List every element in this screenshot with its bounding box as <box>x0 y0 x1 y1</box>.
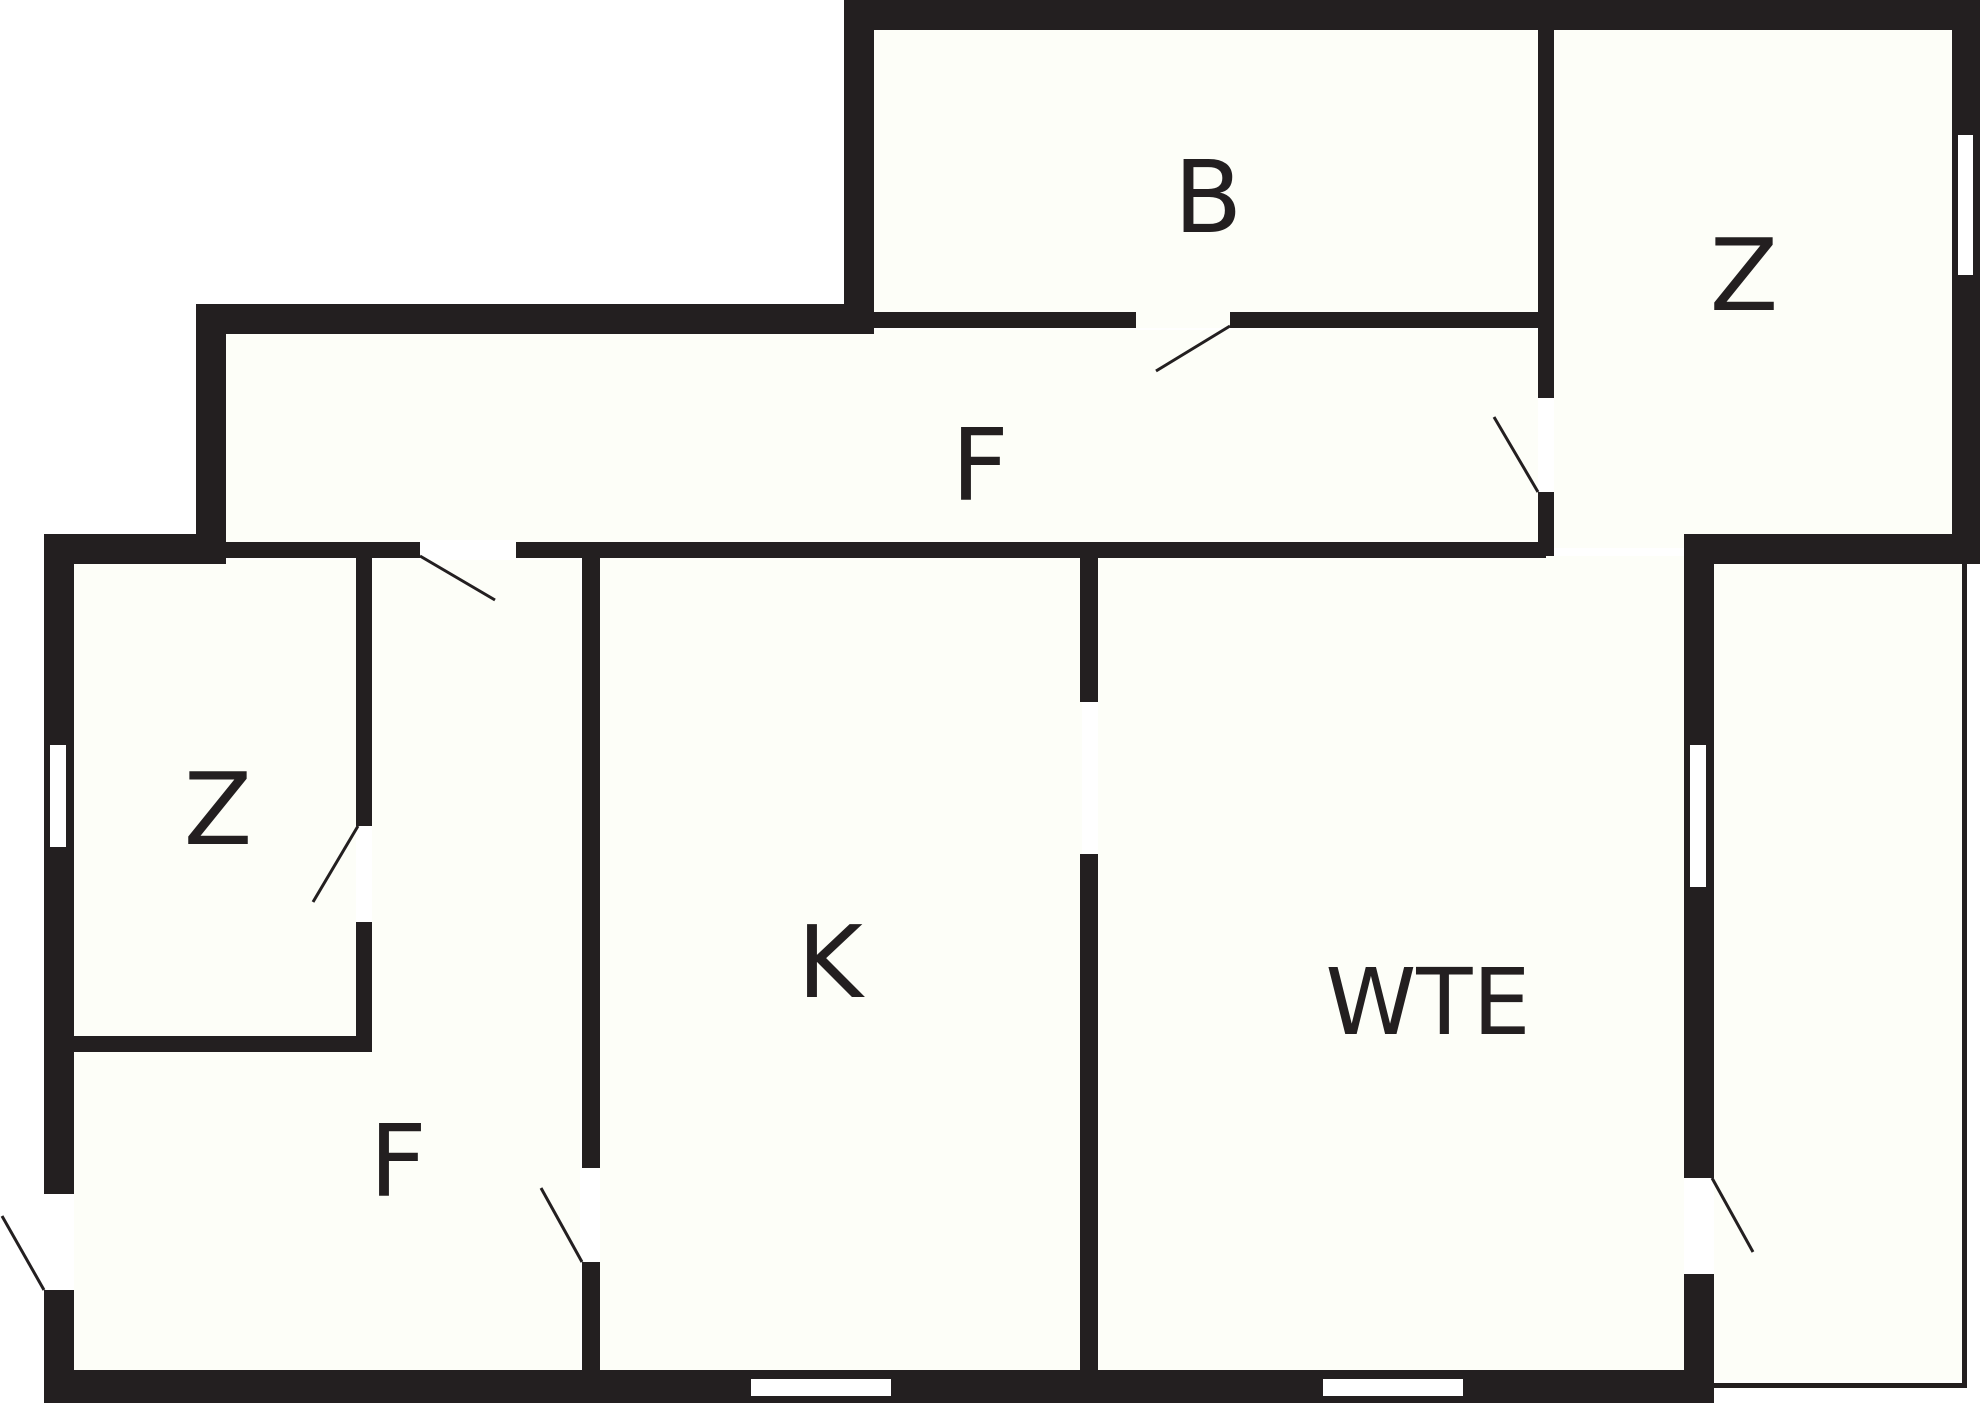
wall-bedroom-right <box>1538 28 1554 398</box>
wall-kitchen-living-top <box>1080 550 1098 702</box>
door-room-left <box>311 825 360 903</box>
door-openings <box>44 398 1714 1290</box>
window-top-right <box>1956 133 1975 277</box>
door-corridor-top <box>419 554 496 602</box>
floor-hallway-top <box>222 330 1548 542</box>
room-label-room-top-right: Z <box>1710 217 1779 334</box>
door-bedroom <box>1155 324 1231 373</box>
wall-room-left-bottom <box>72 1036 372 1052</box>
opening-kitchen <box>582 1168 600 1262</box>
wall-balcony-right <box>1962 562 1967 1388</box>
wall-mid-left-stub <box>44 534 226 564</box>
windows <box>48 133 1975 1398</box>
wall-room-left-right-bottom <box>356 922 372 1052</box>
opening-corridor-top <box>420 540 516 558</box>
wall-hall-kitchen-top <box>582 552 600 1168</box>
wall-living-right-bottom <box>1684 1274 1714 1403</box>
floor-hallway-left <box>72 560 580 1370</box>
room-label-hallway-top: F <box>951 407 1009 524</box>
window-kitchen-bottom <box>749 1377 893 1398</box>
floor-kitchen <box>598 556 1082 1370</box>
floor-areas <box>72 28 1964 1380</box>
wall-corridor-top <box>196 304 874 334</box>
wall-mid-b <box>516 542 1546 558</box>
room-label-room-left: Z <box>184 751 253 868</box>
wall-bedroom-bottom-left <box>874 312 1136 328</box>
opening-room-top-right <box>1538 398 1554 492</box>
wall-bedroom-door-jamb <box>1230 312 1240 326</box>
opening-front-door <box>44 1194 74 1290</box>
floor-living <box>1098 556 1684 1370</box>
floor-bedroom <box>870 28 1540 328</box>
window-left <box>48 743 68 849</box>
wall-mid-right <box>1684 534 1980 564</box>
opening-balcony <box>1684 1178 1714 1274</box>
door-front <box>0 1215 46 1291</box>
wall-left-top <box>44 534 74 1194</box>
window-living-bottom <box>1321 1377 1465 1398</box>
door-room-top-right <box>1492 416 1540 493</box>
wall-bedroom-right-lower <box>1538 492 1554 556</box>
wall-balcony-bottom <box>1712 1383 1967 1388</box>
wall-right-upper <box>1952 0 1980 562</box>
room-label-kitchen: K <box>797 904 865 1021</box>
wall-kitchen-living-bottom <box>1080 854 1098 1374</box>
floor-room-top-right <box>1550 28 1952 548</box>
wall-hall-kitchen-bottom <box>582 1262 600 1382</box>
wall-room-left-right-top <box>356 552 372 826</box>
opening-room-left <box>356 826 372 922</box>
wall-mid-a <box>222 542 420 558</box>
wall-top <box>844 0 1980 30</box>
wall-upper-left <box>844 0 874 334</box>
wall-bedroom-bottom-right <box>1230 312 1542 328</box>
door-kitchen <box>539 1187 584 1263</box>
door-swings <box>0 324 1755 1291</box>
room-labels: B Z F Z F K WTE <box>184 139 1779 1220</box>
room-label-living: WTE <box>1325 949 1530 1056</box>
walls <box>44 0 1980 1403</box>
room-label-bedroom: B <box>1174 139 1243 256</box>
wall-corridor-left <box>196 304 226 562</box>
door-balcony <box>1710 1177 1755 1253</box>
window-living-right <box>1688 743 1708 889</box>
floor-balcony <box>1710 562 1964 1380</box>
room-label-hallway-left: F <box>369 1103 427 1220</box>
